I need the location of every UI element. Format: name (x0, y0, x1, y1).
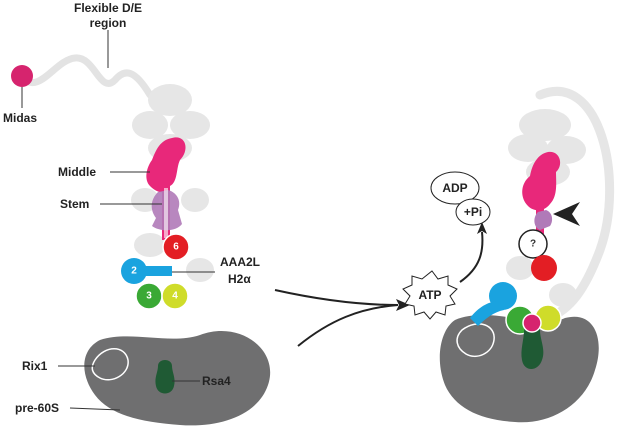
pre60s-particle-left (84, 331, 271, 426)
domain-2-label: 2 (131, 266, 137, 277)
middle-label: Middle (58, 165, 96, 179)
midas-domain-right (522, 313, 542, 333)
midas-domain (11, 65, 33, 87)
h2alpha-label: H2α (228, 272, 251, 286)
adp-label: ADP (442, 181, 467, 195)
aaa2l-label: AAA2L (220, 255, 260, 269)
atp-label: ATP (418, 288, 441, 302)
flexible-region-label: Flexible D/E (74, 1, 142, 15)
atp-to-adp-arrow (459, 231, 484, 283)
aaa-domain-6-right (531, 255, 557, 281)
atp-to-adp-arrowhead (477, 222, 487, 234)
pre60s-leader (69, 407, 121, 411)
aaa-domain-2-right (470, 282, 517, 326)
flexible-region-label-2: region (90, 16, 127, 30)
unknown-domain-circle (518, 229, 548, 259)
pointer-arrowhead (553, 202, 580, 226)
stem-purple-right (534, 210, 553, 230)
domain-3-label: 3 (146, 291, 152, 302)
domain-6-label: 6 (173, 242, 179, 253)
flexible-de-region-linker (18, 54, 154, 99)
adp-bubble (430, 171, 480, 205)
rix1-left (91, 348, 129, 381)
pre60s-label: pre-60S (15, 401, 59, 415)
pi-bubble (455, 198, 491, 226)
middle-domain-right (522, 151, 561, 211)
rsa4-left (155, 360, 175, 394)
aaa-domain-6 (162, 233, 190, 261)
rsa4-label: Rsa4 (202, 374, 231, 388)
domain-4-label: 4 (172, 291, 178, 302)
aaa-domain-2 (121, 258, 172, 284)
atp-starburst (402, 270, 458, 320)
transition-arrow-top (274, 289, 399, 306)
midas-label: Midas (3, 111, 37, 125)
stem-label: Stem (60, 197, 89, 211)
middle-domain (146, 137, 186, 193)
aaa-domain-4 (161, 282, 189, 310)
rsa4-right (521, 324, 544, 369)
transition-arrowhead (396, 299, 410, 311)
rix1-right (456, 323, 495, 358)
rix1-label: Rix1 (22, 359, 48, 373)
question-label: ? (530, 239, 536, 250)
transition-arrow-bottom (297, 304, 399, 347)
pi-label: +Pi (464, 205, 482, 219)
